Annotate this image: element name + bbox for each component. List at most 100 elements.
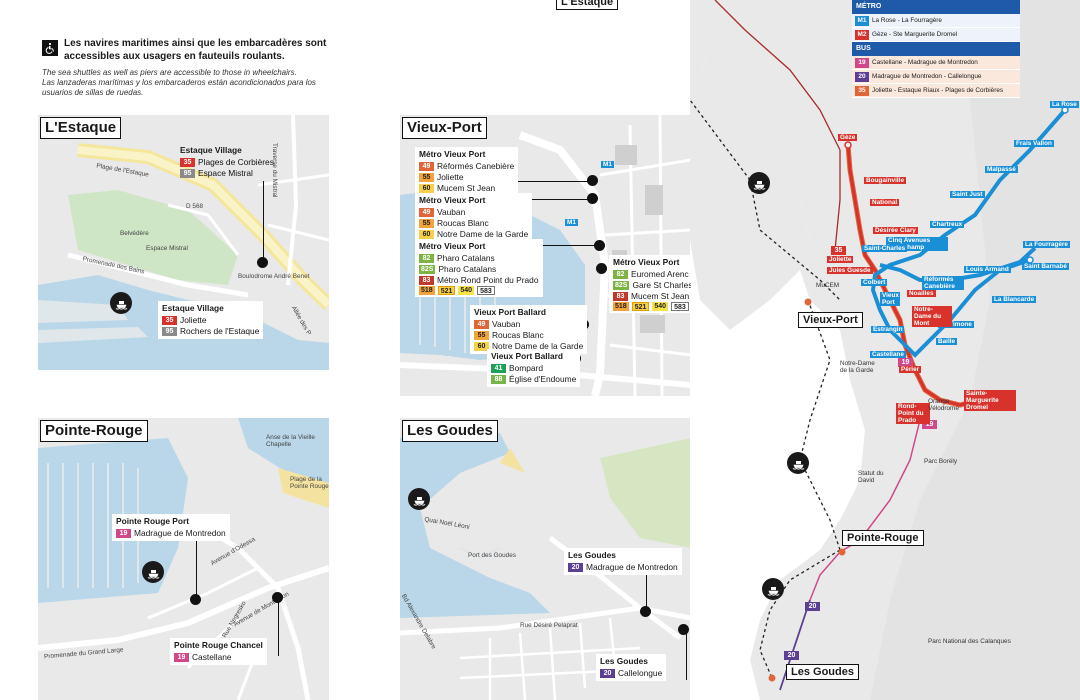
- map-label: Boulodrome André Benet: [238, 273, 310, 280]
- landmark-label: Parc Borély: [924, 458, 958, 465]
- leader-line: [510, 181, 588, 182]
- ferry-pier-icon[interactable]: [408, 488, 430, 510]
- map-label: Belvédère: [120, 230, 149, 237]
- m1-station-label: Baille: [936, 338, 958, 345]
- m2-station-label: Périer: [899, 366, 922, 373]
- bus-stop-dot[interactable]: [587, 175, 598, 186]
- access-text-french: Les navires maritimes ainsi que les emba…: [64, 38, 327, 62]
- m1-station-label: La Blancarde: [992, 296, 1037, 303]
- ferry-pier-icon[interactable]: [762, 578, 784, 600]
- m1-station-label: La Fourragère: [1023, 241, 1070, 248]
- m1-station-label: Saint-Charles: [862, 245, 908, 252]
- overview-map: L'Estaque Vieux-Port Pointe-Rouge Les Go…: [556, 0, 1080, 700]
- bus-stop-dot[interactable]: [587, 193, 598, 204]
- place-label-pointe-rouge: Pointe-Rouge: [842, 530, 924, 546]
- legend-bus-header: BUS: [852, 42, 1020, 56]
- inset-vieuxport-title: Vieux-Port: [402, 117, 487, 139]
- m2-icon: M2: [855, 29, 869, 40]
- m2-station-label: Rond-Point du Prado: [896, 403, 930, 424]
- ferry-pier-icon[interactable]: [142, 561, 164, 583]
- place-label-estaque: L'Estaque: [556, 0, 619, 10]
- metro-m1-marker: M1: [601, 161, 614, 168]
- legend: MÉTRO M1 La Rose - La Fourragère M2 Gèze…: [852, 0, 1020, 98]
- place-label-les-goudes: Les Goudes: [786, 664, 859, 680]
- m1-icon: M1: [855, 15, 869, 26]
- m2-station-label: Jules Guesde: [827, 267, 873, 274]
- landmark-label: Statut du David: [858, 470, 884, 484]
- legend-row-bus-20: 20 Madrague de Montredon - Callelongue: [852, 70, 1020, 84]
- m1-station-label: Estrangin: [871, 326, 905, 333]
- bus-35-marker: 35: [831, 246, 846, 255]
- landmark-label: Parc National des Calanques: [928, 638, 1011, 645]
- bus-19-icon: 19: [855, 57, 869, 68]
- landmark-label: Orange Vélodrome: [928, 398, 959, 412]
- bus-stop-dot[interactable]: [594, 240, 605, 251]
- access-text-english: The sea shuttles as well as piers are ac…: [42, 68, 297, 77]
- legend-row-bus-35: 35 Joliette - Estaque Riaux - Plages de …: [852, 84, 1020, 98]
- bus-19-marker: 19: [922, 420, 937, 429]
- m1-station-label: Chartreux: [930, 221, 965, 228]
- bus-19-marker: 19: [898, 358, 913, 367]
- m1-station-label: Saint Barnabé: [1022, 263, 1069, 270]
- map-label: Port des Goudes: [468, 552, 516, 559]
- overview-map-bg: [690, 0, 1080, 700]
- access-text-spanish: Las lanzaderas marítimas y los embarcade…: [42, 78, 316, 97]
- bus-stop-dot[interactable]: [272, 592, 283, 603]
- m1-station-label: Malpassé: [985, 166, 1018, 173]
- map-label: Espace Mistral: [146, 245, 188, 252]
- bus-stop-dot[interactable]: [596, 263, 607, 274]
- m2-station-label: Sainte-Marguerite Dromel: [964, 390, 1016, 411]
- m2-station-label: Joliette: [827, 256, 854, 263]
- m2-station-label: National: [870, 199, 900, 206]
- bus-stop-dot[interactable]: [190, 594, 201, 605]
- m2-station-label: Gèze: [838, 134, 858, 141]
- leader-line: [196, 540, 197, 595]
- legend-row-m1: M1 La Rose - La Fourragère: [852, 14, 1020, 28]
- ferry-pier-icon[interactable]: [110, 292, 132, 314]
- bus-stop-dot[interactable]: [640, 606, 651, 617]
- m1-station-label: Réformés Canebière: [922, 276, 964, 290]
- m2-station-label: Noailles: [907, 290, 936, 297]
- wheelchair-icon: [42, 40, 58, 56]
- landmark-label: MuCEM: [816, 282, 840, 289]
- inset-goudes-title: Les Goudes: [402, 420, 498, 442]
- bus-20-marker: 20: [784, 651, 799, 660]
- map-label: D 568: [186, 203, 204, 210]
- bus-stop-dot[interactable]: [257, 257, 268, 268]
- metro-m1-marker: M1: [565, 219, 578, 226]
- leader-line: [686, 630, 687, 680]
- m1-station-label: Louis Armand: [964, 266, 1011, 273]
- legend-metro-header: MÉTRO: [852, 0, 1020, 14]
- leader-line: [278, 598, 279, 656]
- leader-line: [263, 181, 264, 259]
- m1-station-label: Saint Just: [950, 191, 985, 198]
- bus-20-marker: 20: [805, 602, 820, 611]
- m1-station-label: Colbert: [861, 279, 888, 286]
- m1-station-label: Castellane: [870, 351, 906, 358]
- inset-estaque-title: L'Estaque: [40, 117, 122, 139]
- ferry-pier-icon[interactable]: [787, 452, 809, 474]
- m2-station-label: Notre-Dame du Mont: [912, 306, 952, 327]
- map-label: Anse de la Vieille Chapelle: [266, 434, 315, 448]
- bus-35-icon: 35: [855, 85, 869, 96]
- inset-pointerouge-title: Pointe-Rouge: [40, 420, 148, 442]
- leader-line: [515, 245, 595, 246]
- m1-station-label: La Rose: [1050, 101, 1079, 108]
- bus-stop-dot[interactable]: [678, 624, 689, 635]
- place-label-vieux-port: Vieux-Port: [798, 312, 863, 328]
- ferry-pier-icon[interactable]: [748, 172, 770, 194]
